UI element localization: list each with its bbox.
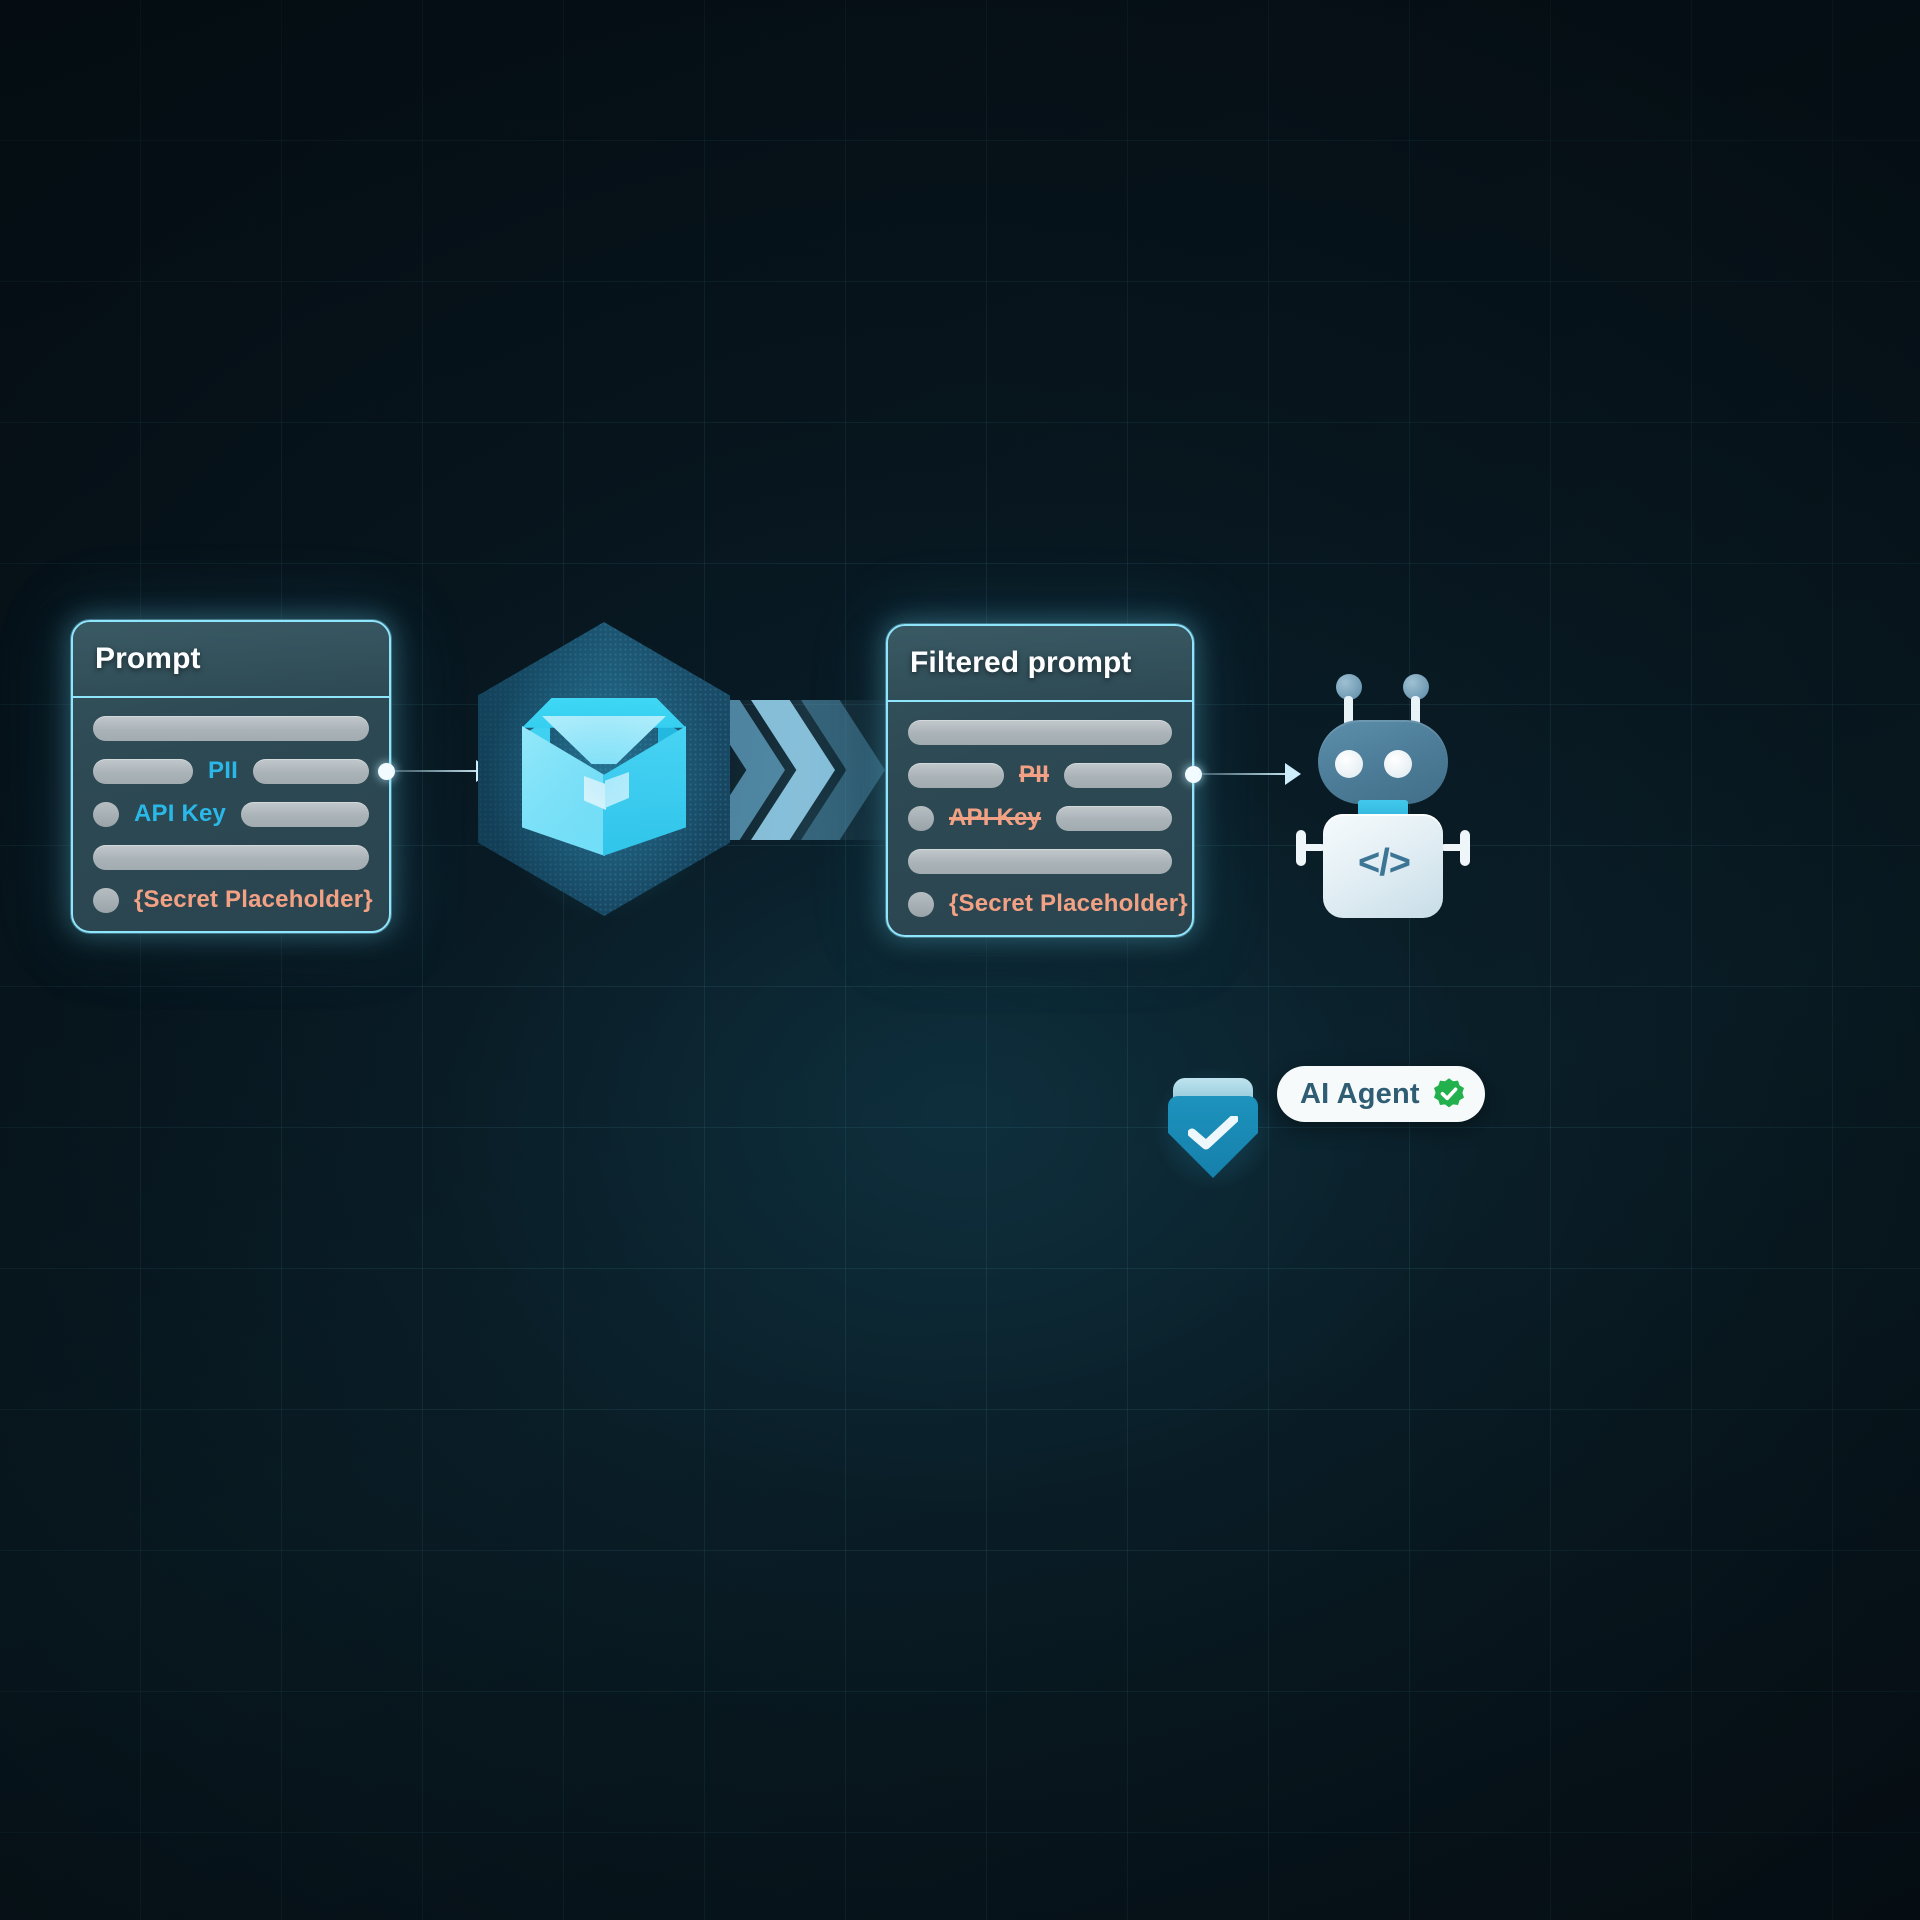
filtered-card-header: Filtered prompt xyxy=(888,626,1192,702)
cube-mark-left xyxy=(584,776,606,810)
filtered-row-text xyxy=(908,719,1172,745)
secret-placeholder-tag: {Secret Placeholder} xyxy=(134,886,373,913)
flow-chevrons xyxy=(727,700,892,840)
connector-node-prompt xyxy=(378,763,395,780)
prompt-card[interactable]: Prompt PII API Key {Secret Placeholder} xyxy=(71,620,391,933)
pii-tag: PII xyxy=(208,757,238,784)
antenna-stem-left xyxy=(1344,696,1353,726)
filtered-row-pii: PII xyxy=(908,761,1172,788)
secret-placeholder-tag: {Secret Placeholder} xyxy=(949,890,1188,917)
robot-hand-right xyxy=(1460,830,1470,866)
prompt-row-pii: PII xyxy=(93,757,369,784)
text-bar xyxy=(1056,805,1172,831)
pii-redacted-tag: PII xyxy=(1019,761,1049,788)
arrow-head-2-icon xyxy=(1285,763,1301,785)
prompt-card-body: PII API Key {Secret Placeholder} xyxy=(73,698,389,931)
filtered-row-secret: {Secret Placeholder} xyxy=(908,890,1188,917)
filtered-card-body: PII API Key {Secret Placeholder} xyxy=(888,702,1192,935)
robot-eye-left xyxy=(1335,750,1363,778)
robot-arm-left xyxy=(1303,844,1325,851)
api-key-tag: API Key xyxy=(134,800,227,827)
text-bar xyxy=(908,762,1004,788)
text-bar xyxy=(908,848,1172,874)
text-bar xyxy=(93,715,369,741)
robot-hand-left xyxy=(1296,830,1306,866)
connector-node-filtered xyxy=(1185,766,1202,783)
text-bar xyxy=(1063,762,1172,788)
ai-agent-badge[interactable]: AI Agent xyxy=(1277,1066,1485,1122)
prompt-row-secret: {Secret Placeholder} xyxy=(93,886,373,913)
bullet-dot xyxy=(908,891,934,917)
antenna-stem-right xyxy=(1411,696,1420,726)
filtered-prompt-card[interactable]: Filtered prompt PII API Key {Secret Plac… xyxy=(886,624,1194,937)
prompt-card-header: Prompt xyxy=(73,622,389,698)
filtered-row-text-2 xyxy=(908,848,1172,874)
robot-arm-right xyxy=(1441,844,1463,851)
robot-neck xyxy=(1358,800,1408,818)
prompt-row-text-2 xyxy=(93,844,369,870)
ai-agent-label: AI Agent xyxy=(1300,1077,1420,1110)
api-key-redacted-tag: API Key xyxy=(949,804,1042,831)
filtered-row-apikey: API Key xyxy=(908,804,1172,831)
text-bar xyxy=(241,801,369,827)
verified-check-badge-icon xyxy=(1433,1078,1464,1108)
filtered-card-title: Filtered prompt xyxy=(910,646,1132,679)
text-bar xyxy=(93,758,193,784)
text-bar xyxy=(93,844,369,870)
robot-body xyxy=(1323,814,1443,918)
text-bar xyxy=(908,719,1172,745)
prompt-row-text xyxy=(93,715,369,741)
cube-icon xyxy=(522,698,686,856)
hexagon-shading xyxy=(478,622,730,916)
bullet-dot xyxy=(908,805,934,831)
prompt-card-title: Prompt xyxy=(95,642,201,675)
code-glyph-icon: </> xyxy=(1358,842,1411,884)
connector-line-1 xyxy=(392,770,480,772)
filter-engine-icon xyxy=(478,622,730,916)
shield-checkmark xyxy=(1188,1116,1238,1150)
antenna-ball-right xyxy=(1403,674,1429,700)
robot-eye-right xyxy=(1384,750,1412,778)
bullet-dot xyxy=(93,801,119,827)
bullet-dot xyxy=(93,887,119,913)
antenna-ball-left xyxy=(1336,674,1362,700)
prompt-row-apikey: API Key xyxy=(93,800,369,827)
connector-line-2 xyxy=(1199,773,1289,775)
text-bar xyxy=(252,758,369,784)
shield-check-icon xyxy=(1168,1078,1258,1178)
ai-agent-robot-icon: </> xyxy=(1293,672,1473,918)
